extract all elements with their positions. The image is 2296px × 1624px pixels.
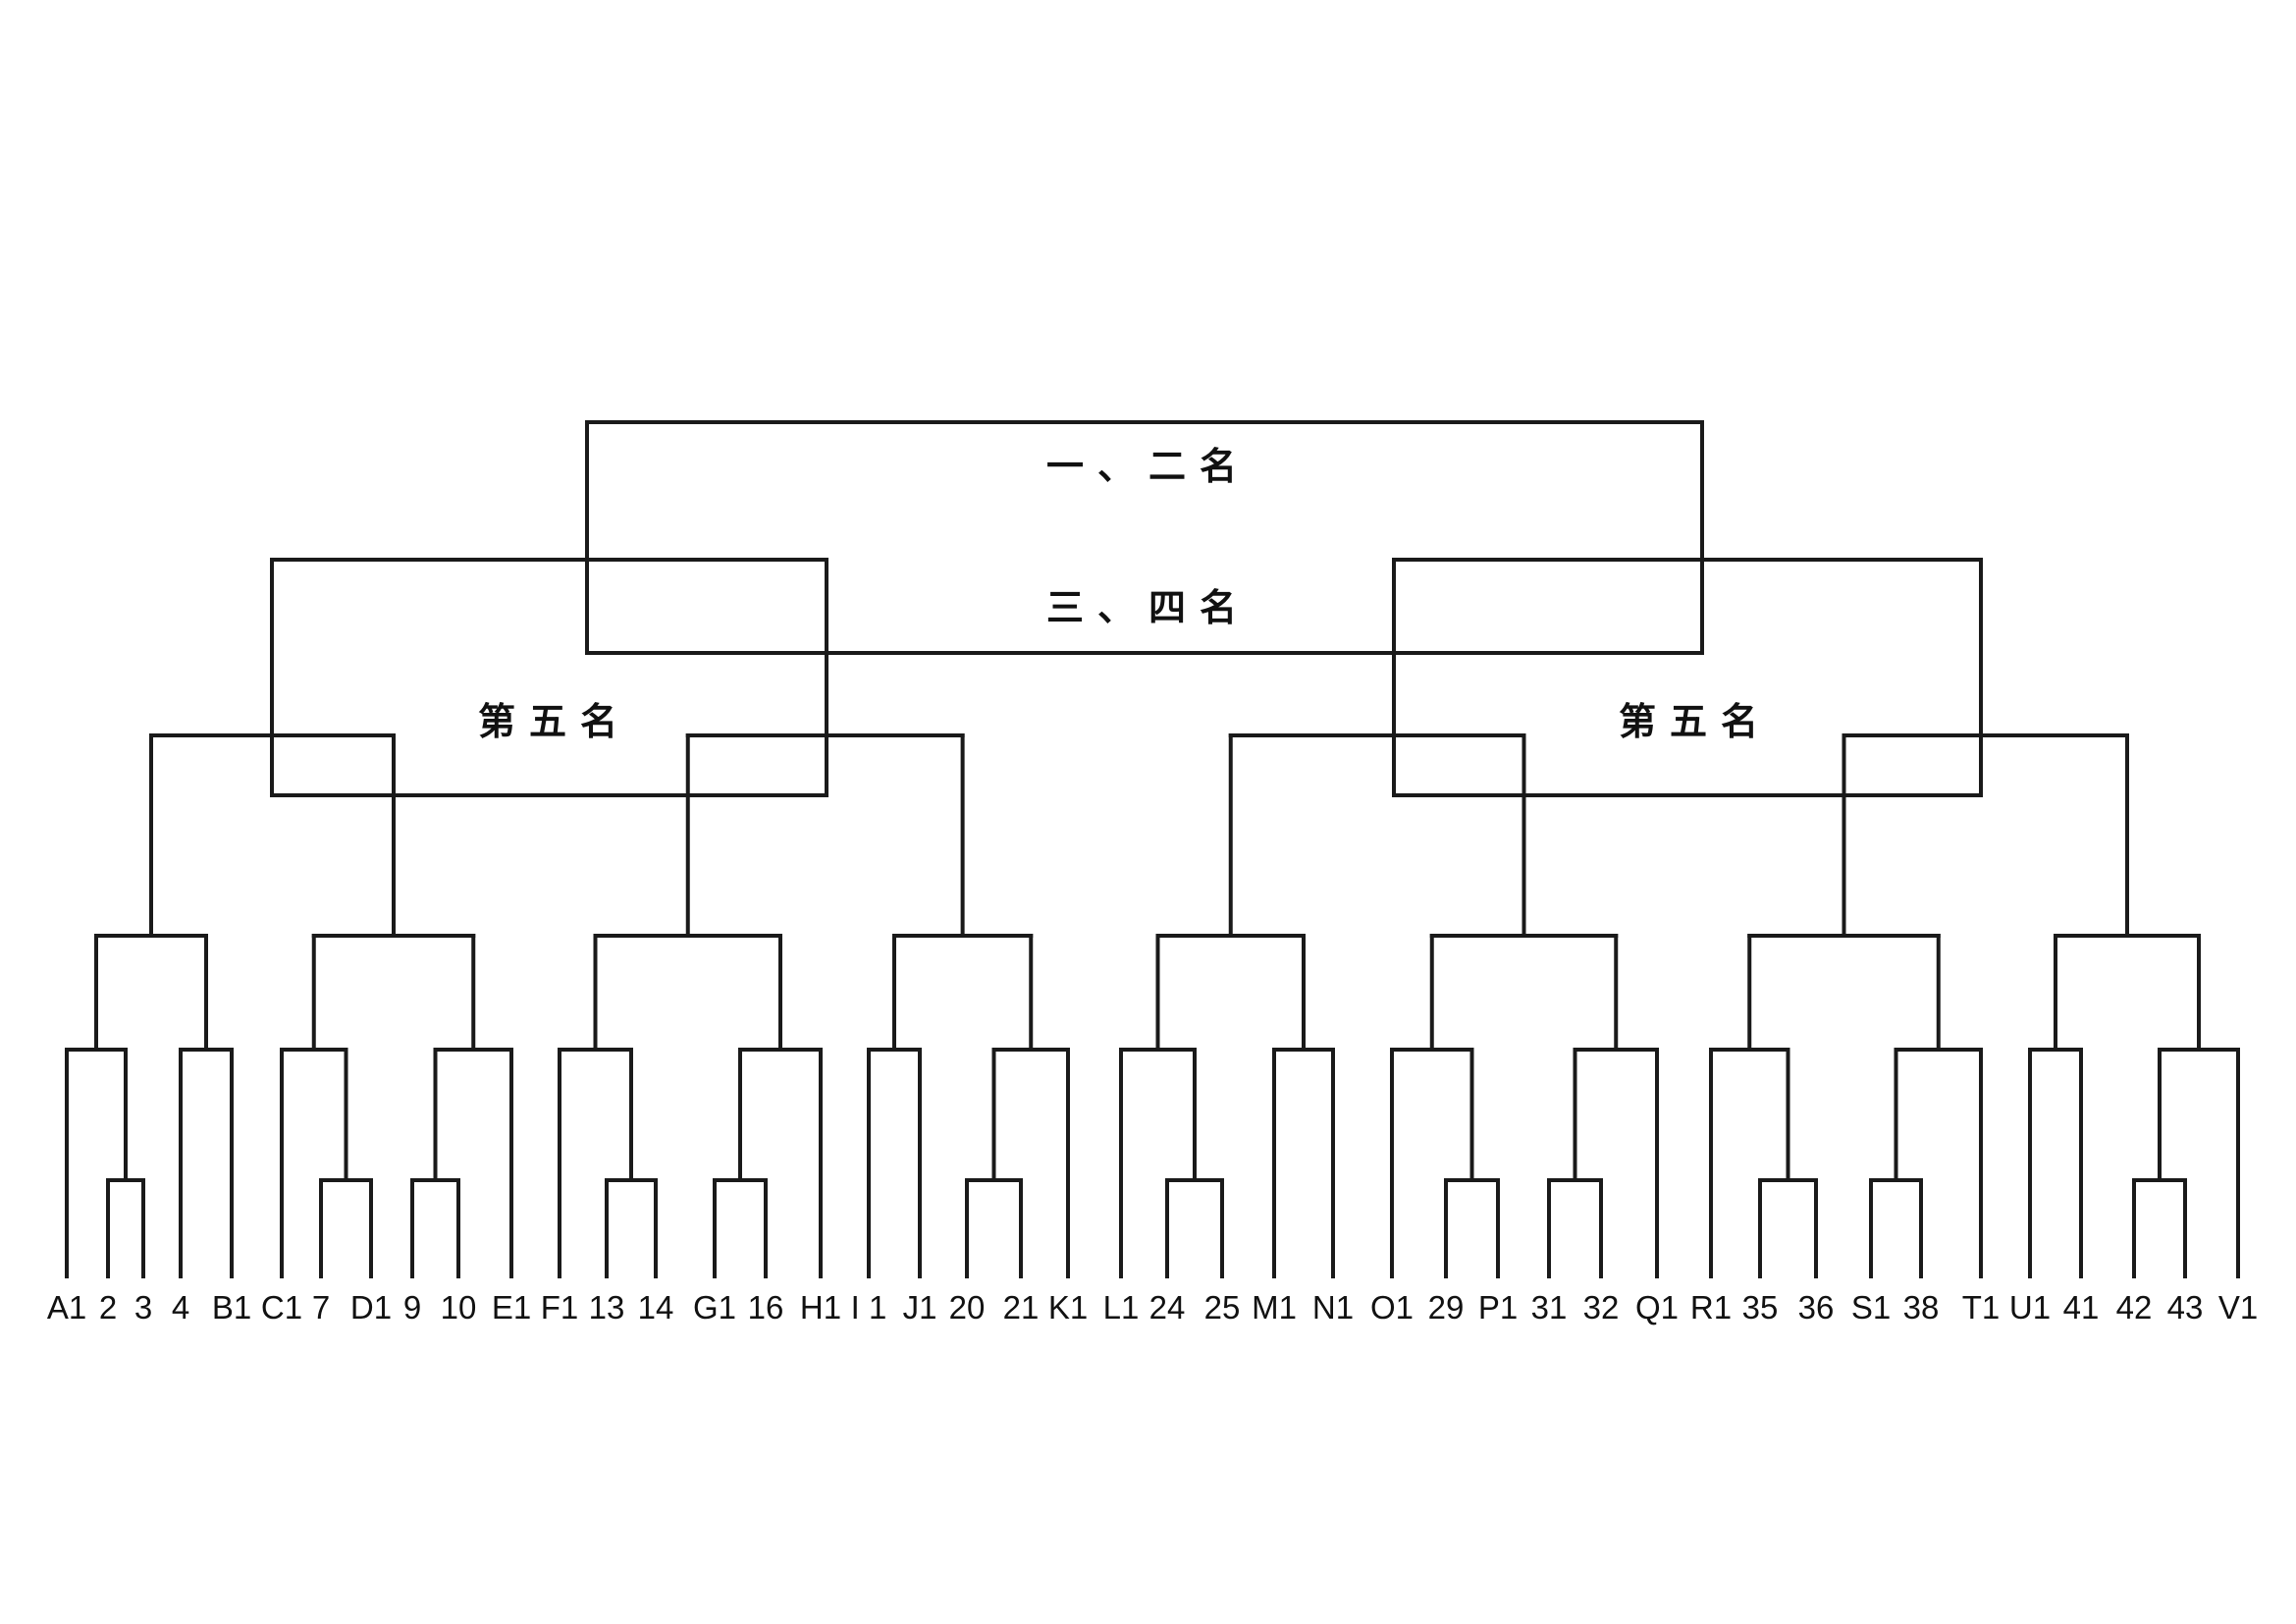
entrant-label: 9 <box>403 1289 421 1326</box>
entrant-label: 43 <box>2167 1289 2204 1326</box>
entrant-label: L1 <box>1103 1289 1140 1326</box>
semifinal-box-right <box>1392 558 1983 797</box>
entrant-label: 35 <box>1742 1289 1779 1326</box>
entrant-label: 42 <box>2116 1289 2153 1326</box>
entrant-label: R1 <box>1690 1289 1732 1326</box>
entrant-label: K1 <box>1048 1289 1088 1326</box>
entrant-label: U1 <box>2009 1289 2051 1326</box>
semifinal-box-left <box>270 558 828 797</box>
entrant-label: 24 <box>1149 1289 1186 1326</box>
final-box-first-second <box>585 420 1704 655</box>
entrant-label: 4 <box>172 1289 189 1326</box>
entrant-label: I 1 <box>851 1289 887 1326</box>
entrant-label: 2 <box>99 1289 117 1326</box>
entrant-label: 41 <box>2063 1289 2100 1326</box>
placement-label-first-second: 一、二名 <box>1046 444 1251 488</box>
entrant-label: 3 <box>134 1289 152 1326</box>
entrant-label: C1 <box>261 1289 302 1326</box>
entrant-label: E1 <box>492 1289 531 1326</box>
entrant-label: 25 <box>1204 1289 1241 1326</box>
entrant-label: 31 <box>1531 1289 1568 1326</box>
entrant-label: 21 <box>1003 1289 1040 1326</box>
entrant-label: A1 <box>47 1289 86 1326</box>
entrant-label: H1 <box>800 1289 841 1326</box>
entrant-label: G1 <box>693 1289 736 1326</box>
entrant-label: P1 <box>1478 1289 1518 1326</box>
entrant-label: 13 <box>589 1289 625 1326</box>
entrant-label: 7 <box>312 1289 330 1326</box>
entrant-label: M1 <box>1252 1289 1297 1326</box>
entrant-label: Q1 <box>1635 1289 1679 1326</box>
entrant-label: 36 <box>1798 1289 1835 1326</box>
entrant-label: 32 <box>1583 1289 1620 1326</box>
entrant-label: 16 <box>748 1289 784 1326</box>
entrant-label: 10 <box>441 1289 477 1326</box>
entrant-label: 29 <box>1428 1289 1465 1326</box>
entrant-label: 14 <box>638 1289 674 1326</box>
entrant-label: 38 <box>1903 1289 1940 1326</box>
entrant-label: D1 <box>350 1289 392 1326</box>
entrant-label: F1 <box>541 1289 579 1326</box>
entrant-label: J1 <box>903 1289 937 1326</box>
placement-label-fifth-left: 第五名 <box>478 699 631 743</box>
entrant-label: B1 <box>212 1289 251 1326</box>
placement-label-fifth-right: 第五名 <box>1619 699 1772 743</box>
bracket-lines <box>65 420 2240 1278</box>
entrant-label: O1 <box>1370 1289 1414 1326</box>
entrant-label: V1 <box>2218 1289 2258 1326</box>
entrant-label: T1 <box>1962 1289 2001 1326</box>
entrant-label: 20 <box>949 1289 986 1326</box>
placement-label-third-fourth: 三、四名 <box>1046 585 1251 629</box>
entrant-label: S1 <box>1851 1289 1891 1326</box>
entrant-label: N1 <box>1312 1289 1354 1326</box>
